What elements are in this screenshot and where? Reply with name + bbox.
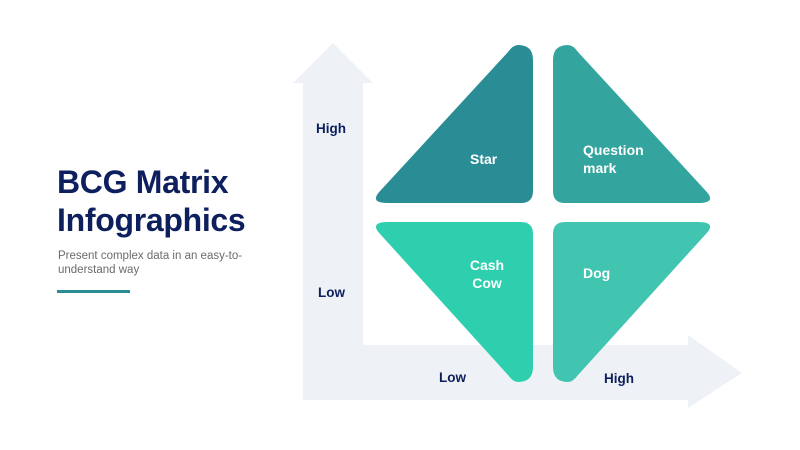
question-mark-label: Question mark: [583, 142, 644, 176]
quadrant-dog: [553, 222, 711, 382]
subtitle: Present complex data in an easy-to-under…: [58, 250, 243, 276]
x-axis-high-label: High: [604, 371, 634, 386]
quadrant-question-mark: [553, 45, 711, 203]
cash-cow-label: Cash Cow: [469, 257, 505, 291]
y-axis-high-label: High: [316, 121, 346, 136]
title-line-1: BCG Matrix: [57, 164, 229, 200]
quadrant-star: [375, 45, 533, 203]
accent-divider: [57, 290, 130, 293]
star-label: Star: [470, 151, 498, 167]
page-title: BCG Matrix Infographics: [57, 163, 246, 239]
axis-arrows: [293, 43, 742, 408]
title-line-2: Infographics: [57, 202, 246, 238]
dog-label: Dog: [583, 265, 611, 281]
y-axis-low-label: Low: [318, 285, 345, 300]
x-axis-low-label: Low: [439, 370, 466, 385]
quadrant-cash-cow: [375, 222, 533, 382]
